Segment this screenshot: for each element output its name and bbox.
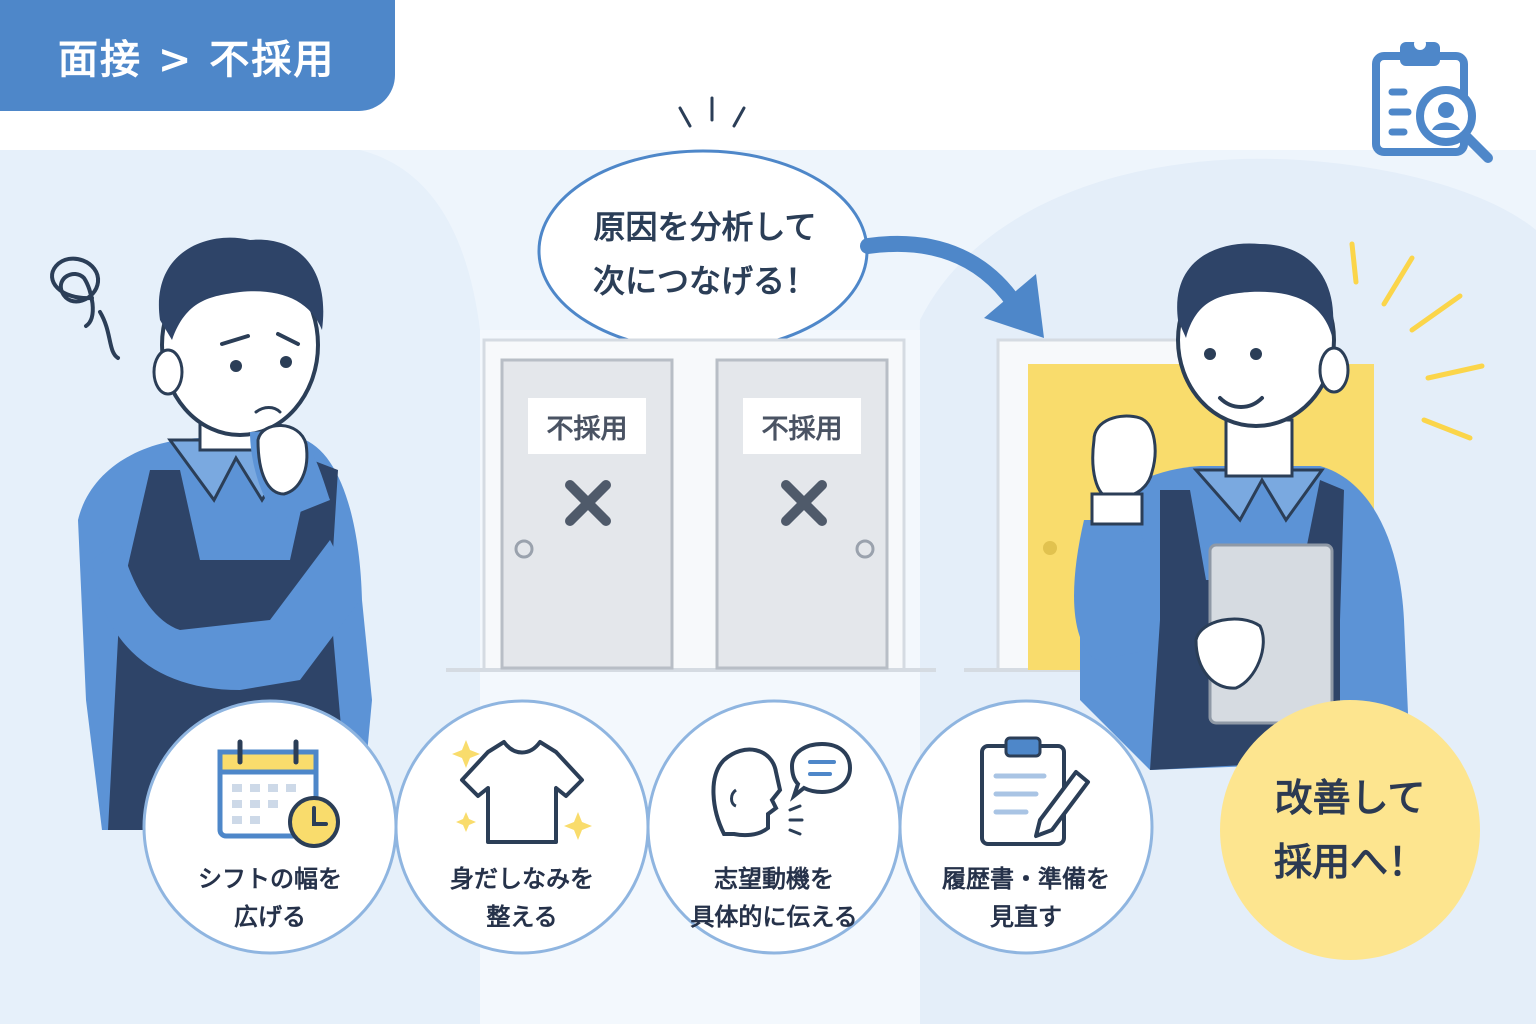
tip-label-shift: シフトの幅を 広げる	[145, 860, 395, 936]
goal-circle	[1220, 700, 1480, 960]
tip-label-resume: 履歴書・準備を 見直す	[901, 860, 1151, 936]
tip-card-motivation	[646, 699, 902, 955]
door-label-1: 不採用	[528, 398, 646, 454]
tip-shift-line-1: シフトの幅を	[198, 865, 342, 893]
emphasis-lines	[678, 96, 746, 128]
speech-line-2: 次につなげる！	[592, 262, 817, 300]
calendar-clock-icon	[217, 739, 340, 848]
goal-line-2: 採用へ！	[1273, 840, 1426, 884]
goal-text: 改善して 採用へ！	[1222, 766, 1478, 894]
confident-worker	[1074, 243, 1410, 770]
tip-shift-line-2: 広げる	[234, 903, 306, 931]
tip-motivation-line-2: 具体的に伝える	[690, 903, 858, 931]
tip-resume-line-2: 見直す	[990, 903, 1062, 931]
tip-appearance-line-2: 整える	[486, 903, 558, 931]
clipboard-pencil-icon	[980, 736, 1090, 846]
tip-motivation-line-1: 志望動機を	[714, 865, 834, 893]
tshirt-sparkle-icon	[452, 740, 592, 844]
header-title: 面接 > 不採用	[58, 36, 336, 83]
tip-label-motivation: 志望動機を 具体的に伝える	[649, 860, 899, 936]
header-tab: 面接 > 不採用	[0, 0, 395, 111]
clipboard-search-icon	[1372, 38, 1493, 163]
curved-arrow-icon	[860, 235, 1044, 338]
speech-line-1: 原因を分析して	[593, 208, 817, 246]
sparkle-lines	[1349, 241, 1485, 441]
tip-resume-line-1: 履歴書・準備を	[942, 865, 1110, 893]
tip-card-resume	[898, 699, 1154, 955]
door-label-2: 不採用	[743, 398, 861, 454]
goal-line-1: 改善して	[1274, 776, 1426, 820]
speech-bubble-text: 原因を分析して 次につなげる！	[550, 200, 860, 308]
confusion-spiral-icon	[50, 256, 120, 360]
tip-appearance-line-1: 身だしなみを	[450, 865, 594, 893]
speaking-head-icon	[711, 741, 853, 838]
tip-card-appearance	[394, 699, 650, 955]
tip-card-shift	[142, 699, 398, 955]
tip-label-appearance: 身だしなみを 整える	[397, 860, 647, 936]
